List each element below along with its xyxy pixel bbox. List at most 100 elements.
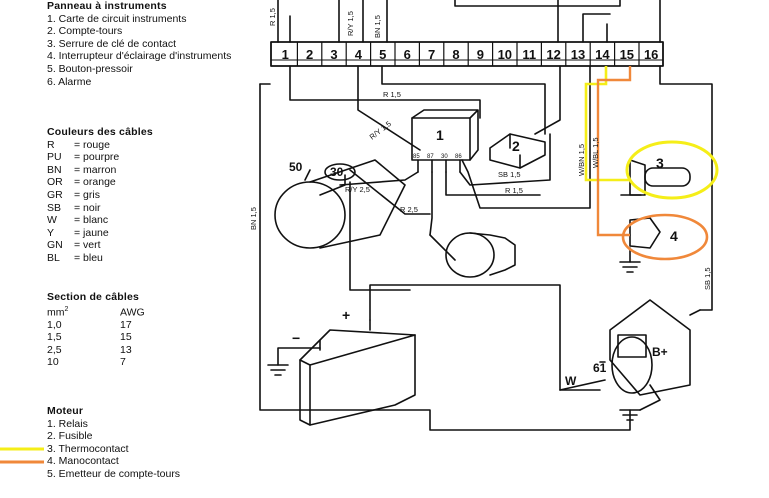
color-name: = orange xyxy=(74,176,116,189)
terminal-strip xyxy=(270,41,664,67)
legend-moteur-title: Moteur xyxy=(47,405,84,417)
terminal-label: 10 xyxy=(498,47,512,62)
mano-wire xyxy=(604,234,631,263)
legend-section-row: 2,5 13 xyxy=(47,344,145,357)
relay-3d xyxy=(411,109,479,161)
label-starter-50: 50 xyxy=(289,160,303,174)
wire-bn15 xyxy=(259,83,631,431)
wire-relay-87 xyxy=(429,171,433,236)
legend-item: 4. Interrupteur d'éclairage d'instrument… xyxy=(47,50,232,63)
wire-relay-30 xyxy=(445,171,541,196)
wire-starter-battery xyxy=(349,181,411,291)
color-code: W xyxy=(47,214,57,227)
legend-section-row: 1,5 15 xyxy=(47,331,145,344)
wire-label-wbn15: W/BN 1,5 xyxy=(577,144,586,176)
legend-item: 2. Fusible xyxy=(47,430,93,443)
terminal-label: 8 xyxy=(452,47,459,62)
battery-edges xyxy=(299,334,416,426)
starter-motor xyxy=(274,181,346,249)
color-code: OR xyxy=(47,176,63,189)
legend-item: 3. Thermocontact xyxy=(47,442,129,455)
alternator-body xyxy=(609,299,691,396)
color-name: = noir xyxy=(74,201,101,214)
legend-color-row: BN = marron xyxy=(47,164,153,177)
wire-label-sb15v: SB 1,5 xyxy=(703,267,712,290)
legend-item: 1. Relais xyxy=(47,417,88,430)
color-name: = rouge xyxy=(74,138,110,151)
legend-color-row: BL= bleu xyxy=(47,252,153,265)
top-wire-label: BN 1,5 xyxy=(373,15,382,38)
color-code: PU xyxy=(47,151,62,164)
thermo-highlight-wire xyxy=(584,66,630,182)
legend-item: 4. Manocontact xyxy=(47,455,119,468)
label-relay: 1 xyxy=(436,127,444,143)
section-awg: 13 xyxy=(120,343,132,356)
terminal-label: 13 xyxy=(571,47,585,62)
terminal-label: 16 xyxy=(644,47,658,62)
legend-panel-title: Panneau à instruments xyxy=(47,0,167,12)
color-code: BN xyxy=(47,163,62,176)
legend-colors-title: Couleurs des câbles xyxy=(47,126,153,138)
section-awg: 17 xyxy=(120,318,132,331)
wire-label-bn15: BN 1,5 xyxy=(249,207,258,230)
label-fuse: 2 xyxy=(512,138,520,154)
panel-wire xyxy=(582,13,611,43)
color-code: GR xyxy=(47,188,63,201)
label-alt-bplus: B+ xyxy=(652,345,668,359)
label-battery-plus: + xyxy=(342,307,350,323)
legend-item: 1. Carte de circuit instruments xyxy=(47,12,187,25)
relay-pin-label: 86 xyxy=(455,154,462,160)
relay-body xyxy=(411,117,471,161)
ground-alt-symbol xyxy=(619,409,641,421)
section-mm: 1,5 xyxy=(47,331,62,344)
section-mm: 2,5 xyxy=(47,343,62,356)
alt-sb-wire xyxy=(689,309,701,316)
tach-sender-wire xyxy=(429,234,456,261)
section-awg: 15 xyxy=(120,331,132,344)
terminal-label: 7 xyxy=(428,47,435,62)
label-starter-30: 30 xyxy=(330,165,344,179)
starter-housing xyxy=(309,159,406,249)
color-code: GN xyxy=(47,239,63,252)
color-name: = vert xyxy=(74,239,101,252)
thermo-body xyxy=(629,159,646,196)
panel-outline-top xyxy=(454,0,621,7)
legend-item: 5. Bouton-pressoir xyxy=(47,62,133,75)
wire-ry15 xyxy=(357,65,421,151)
wire-battery-ground xyxy=(277,347,321,366)
ground-mano-symbol xyxy=(619,261,641,273)
wire-label-ry25: R/Y 2,5 xyxy=(345,185,370,194)
label-battery-minus: − xyxy=(292,330,300,346)
tach-sender-housing xyxy=(469,232,516,276)
wire-sb15-top xyxy=(381,65,546,135)
legend-item: 5. Emetteur de compte-tours xyxy=(47,467,181,480)
col-mm-sup: 2 xyxy=(64,305,69,313)
color-name: = marron xyxy=(74,163,117,176)
wire-16-sb xyxy=(659,65,713,311)
color-name: = bleu xyxy=(74,251,103,264)
col-mm: mm xyxy=(47,306,65,319)
alternator-regulator xyxy=(617,334,647,358)
terminal-label: 5 xyxy=(379,47,386,62)
color-name: = blanc xyxy=(74,214,109,227)
legend-section-header: mm2 AWG xyxy=(47,304,145,319)
color-name: = jaune xyxy=(74,226,109,239)
legend-moteur: Moteur 1. Relais 2. Fusible 3. Thermocon… xyxy=(47,405,180,481)
ground-battery-symbol xyxy=(267,364,289,376)
wire-battery-plus xyxy=(369,284,601,391)
wire-label-r25: R 2,5 xyxy=(400,205,418,214)
mano-highlight-ring xyxy=(621,213,709,261)
color-code: R xyxy=(47,138,55,151)
legend-section-title: Section de câbles xyxy=(47,291,140,303)
starter-solenoid xyxy=(324,163,356,181)
col-awg: AWG xyxy=(120,306,145,319)
section-mm: 10 xyxy=(47,356,59,369)
mano-highlight-wire xyxy=(596,66,632,237)
wire-14-return xyxy=(461,65,591,209)
label-alt-61: 61 xyxy=(593,361,607,375)
wire-label-r15b: R 1,5 xyxy=(505,186,523,195)
